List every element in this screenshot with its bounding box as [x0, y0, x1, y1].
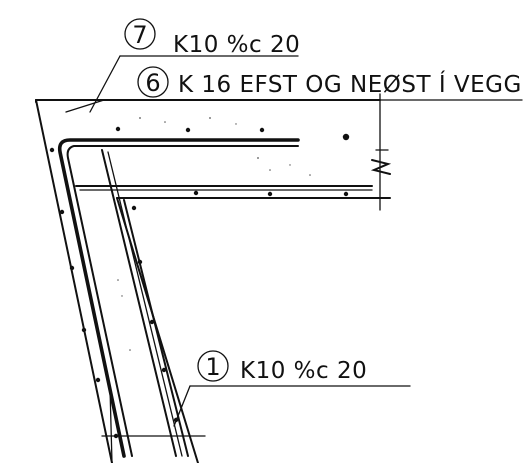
rebar-bottom-layer [75, 185, 373, 191]
callout-6-leader-tail [65, 99, 105, 113]
callout-1-number: 1 [205, 353, 220, 381]
rebar-dots [49, 126, 350, 439]
callout-6-label: K 16 EFST OG NEØST Í VEGG [178, 70, 522, 98]
callout-7-label: K10 %c 20 [173, 32, 300, 58]
rebar-wall-inner [101, 149, 189, 457]
concrete-speckle [117, 117, 311, 351]
callout-6: 6 K 16 EFST OG NEØST Í VEGG [65, 66, 523, 113]
callout-1-circle [197, 350, 229, 382]
callout-1: 1 K10 %c 20 [173, 350, 411, 427]
callout-6-circle [137, 66, 169, 98]
slab-outline [35, 93, 392, 211]
callout-7: 7 K10 %c 20 [89, 18, 300, 113]
callout-6-number: 6 [145, 69, 160, 97]
callout-7-number: 7 [132, 21, 147, 49]
rebar-top-layer [57, 138, 300, 458]
callout-7-circle [124, 18, 156, 50]
callout-1-label: K10 %c 20 [240, 358, 367, 384]
